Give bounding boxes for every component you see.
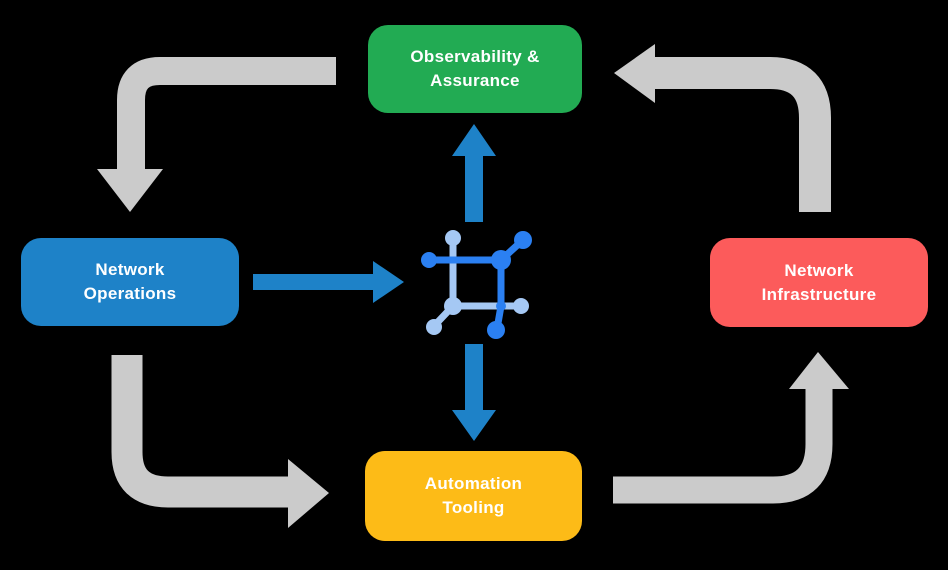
node-label-line: Network [784,260,854,280]
node-label-line: Observability & [410,47,540,66]
arrow-operations-to-automation-icon [111,355,329,528]
arrow-automation-to-infrastructure-icon [613,352,849,504]
arrow-infrastructure-to-observability-icon [614,44,831,212]
node-label-line: Network [95,260,165,279]
arrow-observability-to-operations-icon [97,57,336,212]
node-network-operations: Network Operations [21,238,239,326]
node-label-line: Automation [424,474,523,493]
arrow-center-to-automation-icon [452,344,496,441]
node-label-line: Assurance [430,71,520,90]
node-observability-assurance: Observability & Assurance [368,25,582,113]
arrow-operations-to-center-icon [253,261,404,303]
node-label-line: Infrastructure [761,284,877,304]
network-automation-icon [421,230,532,339]
node-network-infrastructure: Network Infrastructure [710,238,928,327]
node-label-line: Tooling [442,498,505,517]
arrow-center-to-observability-icon [452,124,496,222]
node-label-line: Operations [83,284,177,303]
node-automation-tooling: Automation Tooling [365,451,582,541]
